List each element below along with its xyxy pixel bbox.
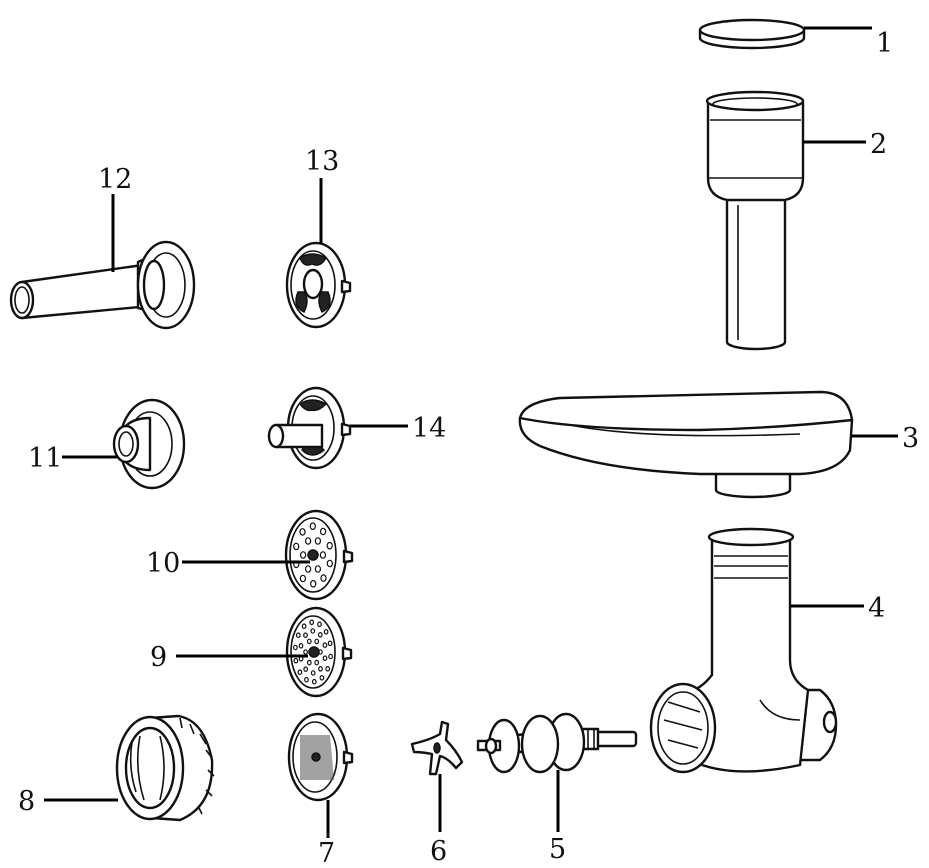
label-7: 7 [318, 838, 335, 868]
label-6: 6 [430, 836, 447, 867]
part-labels: 1 2 3 4 5 6 7 8 9 10 11 12 13 14 [18, 28, 919, 868]
label-3: 3 [902, 423, 919, 454]
part-8-ring-nut [115, 714, 215, 822]
plate-hole [325, 665, 331, 672]
plate-hole [322, 655, 328, 662]
plate-hole [314, 537, 322, 545]
plate-hole [299, 528, 306, 536]
plate-hole [306, 659, 312, 666]
plate-hole [304, 676, 309, 683]
plate-hole [319, 527, 327, 536]
part-12-sausage-funnel [9, 240, 196, 330]
label-12: 12 [98, 164, 132, 195]
part-1-cap [698, 18, 806, 50]
part-13-kibbe-disc [285, 241, 352, 329]
label-8: 8 [18, 786, 35, 817]
plate-hole [317, 631, 323, 638]
plate-hole [311, 678, 317, 685]
plate-hole [314, 638, 320, 645]
plate-hole [303, 666, 309, 673]
label-11: 11 [28, 443, 62, 474]
label-1: 1 [876, 28, 893, 59]
plate-hole [293, 657, 299, 664]
plate-hole [299, 574, 307, 583]
plate-hole [293, 644, 298, 651]
plate-hole [318, 665, 323, 672]
plate-hole [298, 642, 304, 649]
plate-hole [297, 669, 303, 676]
part-14-kibbe-cone [267, 386, 352, 470]
plate-hole [328, 653, 333, 660]
plate-hole [293, 542, 300, 551]
part-6-blade [410, 720, 464, 776]
label-14: 14 [412, 413, 446, 444]
plate-hole [309, 619, 315, 626]
plate-hole [303, 649, 308, 655]
plate-hole [317, 621, 322, 628]
plate-hole [299, 551, 307, 559]
part-11-small-spacer [112, 398, 186, 490]
plate-hole [314, 659, 320, 666]
plate-hole [319, 551, 327, 559]
plate-hole [314, 565, 322, 573]
plate-hole [322, 642, 328, 649]
plate-hole [301, 623, 307, 630]
leader-lines [44, 26, 898, 838]
plate-hole [326, 541, 333, 550]
plate-hole [319, 674, 325, 681]
plate-hole [310, 628, 316, 634]
label-2: 2 [870, 129, 887, 160]
part-10-coarse-plate [284, 509, 354, 601]
part-3-tray [518, 390, 854, 499]
part-4-body [649, 527, 838, 774]
part-7-fine-plate [287, 712, 354, 802]
plate-hole [320, 574, 327, 582]
plate-hole [309, 522, 316, 531]
plate-hole [310, 579, 317, 588]
plate-hole [304, 537, 312, 545]
plate-hole [306, 638, 312, 645]
label-5: 5 [549, 834, 566, 865]
plate-hole [327, 640, 333, 647]
plate-hole [303, 632, 308, 639]
plate-hole [323, 628, 329, 635]
label-13: 13 [305, 146, 339, 177]
plate-hole [326, 559, 333, 568]
plate-hole [304, 565, 312, 573]
label-10: 10 [146, 548, 180, 579]
plate-hole [295, 632, 301, 639]
part-9-medium-plate [285, 606, 353, 698]
label-4: 4 [868, 593, 885, 624]
plate-hole [310, 670, 316, 676]
part-2-pusher [705, 90, 805, 351]
part-5-auger [476, 712, 638, 774]
label-9: 9 [150, 642, 167, 673]
